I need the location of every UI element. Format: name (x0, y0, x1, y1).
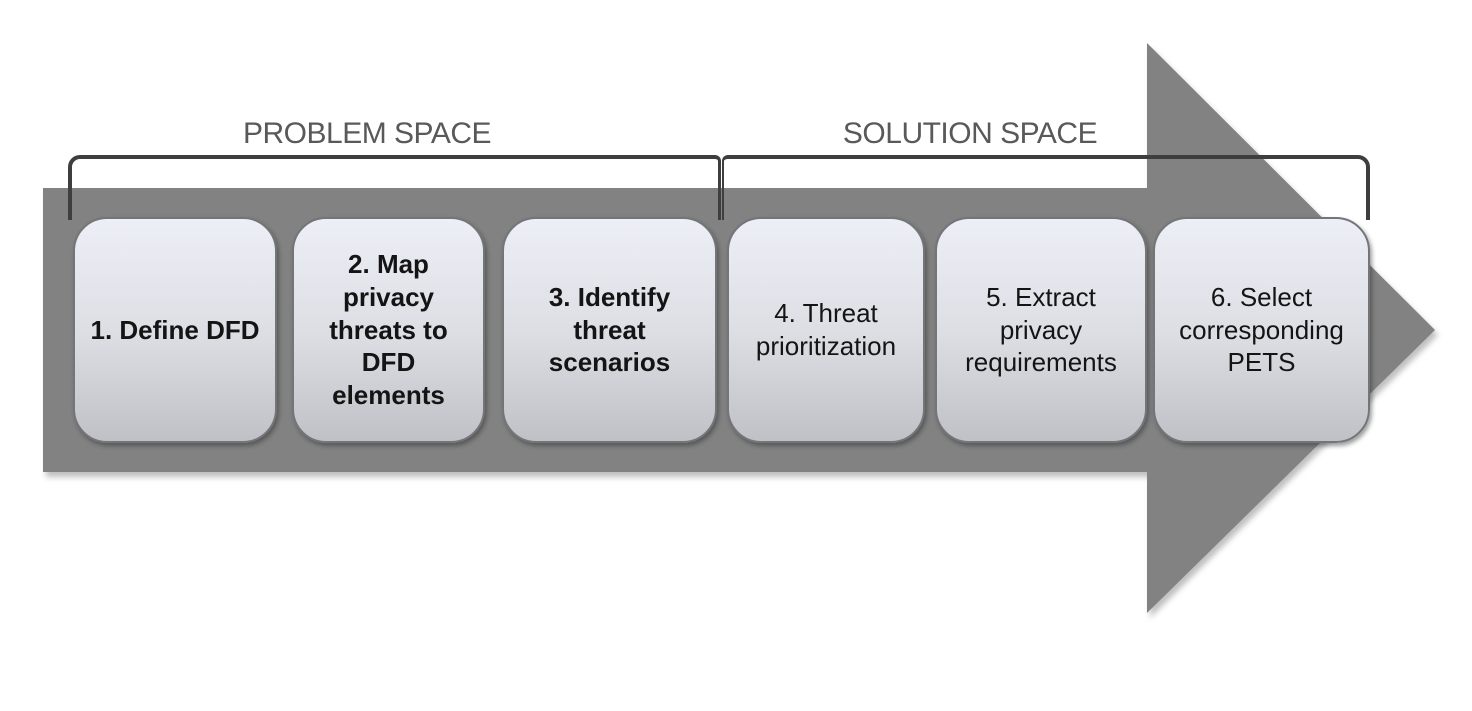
step-label-identify-threat-scenarios: 3. Identify threat scenarios (548, 281, 671, 378)
step-label-extract-privacy-requirements: 5. Extract privacy requirements (965, 281, 1117, 378)
solution-space-bracket (722, 155, 1370, 220)
step-box-map-privacy-threats: 2. Map privacy threats to DFD elements (292, 217, 485, 443)
step-label-define-dfd: 1. Define DFD (90, 314, 260, 345)
step-label-select-corresponding-pets: 6. Select corresponding PETS (1179, 281, 1344, 378)
step-box-select-corresponding-pets: 6. Select corresponding PETS (1153, 217, 1370, 443)
problem-space-label: PROBLEM SPACE (242, 117, 492, 150)
step-box-identify-threat-scenarios: 3. Identify threat scenarios (502, 217, 717, 443)
step-label-map-privacy-threats: 2. Map privacy threats to DFD elements (329, 249, 448, 411)
step-box-extract-privacy-requirements: 5. Extract privacy requirements (935, 217, 1147, 443)
problem-space-bracket (68, 155, 721, 220)
step-box-define-dfd: 1. Define DFD (73, 217, 277, 443)
solution-space-label: SOLUTION SPACE (842, 117, 1098, 150)
step-box-threat-prioritization: 4. Threat prioritization (727, 217, 925, 443)
step-label-threat-prioritization: 4. Threat prioritization (755, 298, 897, 361)
